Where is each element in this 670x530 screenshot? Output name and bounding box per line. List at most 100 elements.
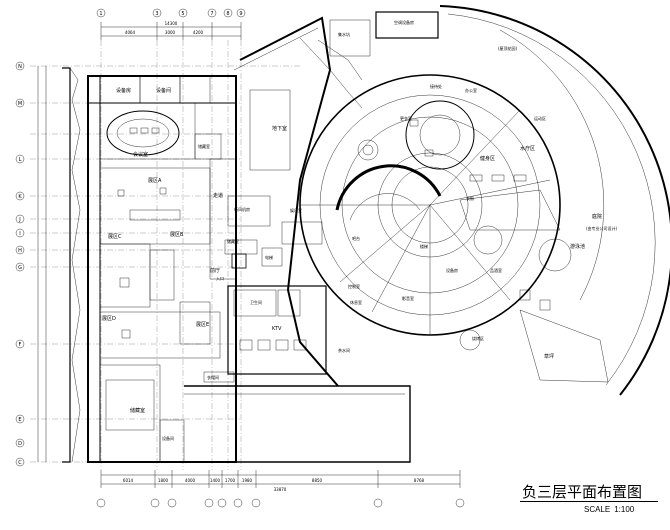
room-display-a: 展区A	[148, 178, 162, 184]
display-zones: 展区A 展区B 展区C 展区D 展区E	[99, 167, 221, 359]
room-meeting: 会议室	[133, 151, 148, 158]
dim-top-1: 3000	[165, 30, 176, 35]
axis-label-left-g: G	[18, 265, 22, 271]
room-lawn: 草坪	[544, 353, 554, 360]
room-stair: 楼梯	[420, 243, 428, 249]
axis-label-left-f: F	[19, 342, 22, 348]
room-storage-2: 储藏室	[227, 238, 239, 244]
room-sump: 集水坑	[338, 31, 350, 37]
axis-label-left-n: N	[18, 64, 22, 70]
title-underline	[520, 501, 658, 502]
room-equipment-2: 设备间	[156, 87, 171, 94]
room-display-c: 展区C	[108, 234, 122, 240]
dim-top-0: 4064	[125, 30, 136, 35]
room-elevator: 电梯	[265, 254, 273, 260]
axis-label-top-9: 9	[239, 11, 242, 17]
room-garden: 庭院	[592, 213, 602, 220]
room-ac-equip: 空调设备房	[394, 19, 414, 25]
axis-label-left-j: J	[18, 217, 20, 223]
room-wardrobe: 衣橱	[466, 195, 474, 201]
axis-label-left-e: E	[18, 417, 21, 423]
outer-garden-arc: (屋顶花园) 庭院 (由专业公司设计) 草坪	[439, 5, 670, 396]
dim-bottom-2: 4000	[185, 478, 196, 483]
room-equipment-4: 设备房	[446, 267, 458, 273]
drawing-title: 负三层平面布置图	[522, 483, 643, 501]
dim-top-2: 4200	[193, 30, 204, 35]
axis-label-top-7: 7	[210, 11, 213, 17]
room-equipment-1: 设备房	[116, 87, 131, 94]
room-storage: 储藏室	[198, 143, 210, 149]
dim-bottom-1: 1800	[158, 478, 169, 483]
room-office: 办公室	[465, 87, 477, 93]
ktv-block: 卫生间 KTV 茶水间 衣帽间	[203, 285, 350, 383]
ring-furniture	[281, 119, 572, 351]
bottom-dimensions: 6014 1800 4000 1400 1700 1980 8850 8768 …	[100, 470, 461, 492]
room-control: 控制室	[348, 283, 360, 289]
room-reception: 接待处	[430, 83, 442, 89]
axis-label-left-m: M	[18, 101, 22, 107]
inner-labels: 接待处 办公室 更衣室 健身区 水疗区 衣橱 游泳池 娱乐室 楼梯 品酒室 设备…	[290, 83, 585, 341]
garden-note-2: (由专业公司设计)	[586, 225, 618, 231]
scale-value: 1:100	[614, 505, 635, 514]
axis-label-left-i: I	[19, 231, 20, 237]
room-cloak: 衣帽间	[207, 374, 219, 380]
axis-label-top-5: 5	[181, 11, 184, 17]
room-ktv: KTV	[272, 326, 282, 332]
room-pool: 游泳池	[570, 243, 585, 250]
room-corridor: 走道	[213, 192, 223, 199]
room-cinema: 影音室	[402, 295, 414, 301]
room-basement: 地下室	[272, 125, 287, 132]
room-fitness: 健身区	[480, 155, 495, 162]
meeting-room: 会议室 储藏室	[99, 102, 222, 160]
bottom-axis-markers	[96, 498, 465, 508]
top-axis-markers: 1 3 5 7 8 9	[96, 8, 246, 18]
axis-label-top-1: 1	[99, 11, 102, 17]
left-axis-markers: N M L K J I H G F E D C	[15, 61, 25, 467]
middle-spine: 走道 新风机房 储藏室 电梯 前厅 入口	[209, 158, 283, 281]
room-lobby: 前厅	[210, 267, 220, 274]
axis-label-left-l: L	[19, 157, 22, 163]
radial-partitions	[300, 109, 561, 335]
scale-word: SCALE	[584, 505, 611, 514]
axis-label-left-h: H	[18, 248, 22, 254]
central-core: 地下室 集水坑 空调设备房	[233, 11, 439, 387]
axis-label-top-8: 8	[226, 11, 229, 17]
room-recreation: 娱乐室	[290, 207, 302, 213]
axis-label-left-d: D	[18, 441, 22, 447]
dim-bottom-5: 1980	[242, 478, 253, 483]
dim-bottom-total: 33870	[274, 487, 287, 492]
dim-bottom-4: 1700	[225, 478, 236, 483]
dim-bottom-3: 1400	[210, 478, 221, 483]
room-tea: 茶水间	[338, 347, 350, 353]
room-storage-3: 储藏室	[130, 407, 145, 414]
top-dimensions: 14300 4064 3000 4200	[100, 21, 242, 40]
room-change: 更衣室	[400, 115, 412, 121]
room-bar: 吧台	[352, 235, 360, 241]
room-exercise: 运动区	[534, 115, 546, 121]
axis-label-left-c: C	[18, 460, 22, 466]
dim-bottom-0: 6014	[123, 478, 134, 483]
room-spa: 水疗区	[520, 145, 535, 152]
axis-label-left-k: K	[18, 194, 22, 200]
room-display-b: 展区B	[170, 232, 184, 238]
room-wc: 卫生间	[250, 299, 262, 305]
left-dimensions	[37, 66, 47, 462]
room-display-d: 展区D	[102, 316, 116, 322]
room-dining: 品酒室	[490, 267, 502, 273]
room-bbq: 烧烤区	[472, 335, 484, 341]
equipment-rooms-top: 设备房 设备间	[99, 75, 211, 104]
room-entrance: 入口	[216, 276, 224, 281]
room-equipment-3: 设备间	[162, 435, 174, 441]
dim-bottom-7: 8768	[414, 478, 425, 483]
room-lounge: 休息室	[350, 299, 362, 305]
dim-bottom-6: 8850	[312, 478, 323, 483]
garden-note-1: (屋顶花园)	[498, 45, 518, 51]
dim-top-total: 14300	[165, 21, 178, 26]
room-new-air: 新风机房	[234, 206, 250, 212]
retaining-wall	[62, 67, 81, 463]
axis-label-top-3: 3	[155, 11, 158, 17]
room-display-e: 展区E	[196, 322, 209, 328]
bottom-left-rooms: 储藏室 设备间	[99, 364, 411, 463]
